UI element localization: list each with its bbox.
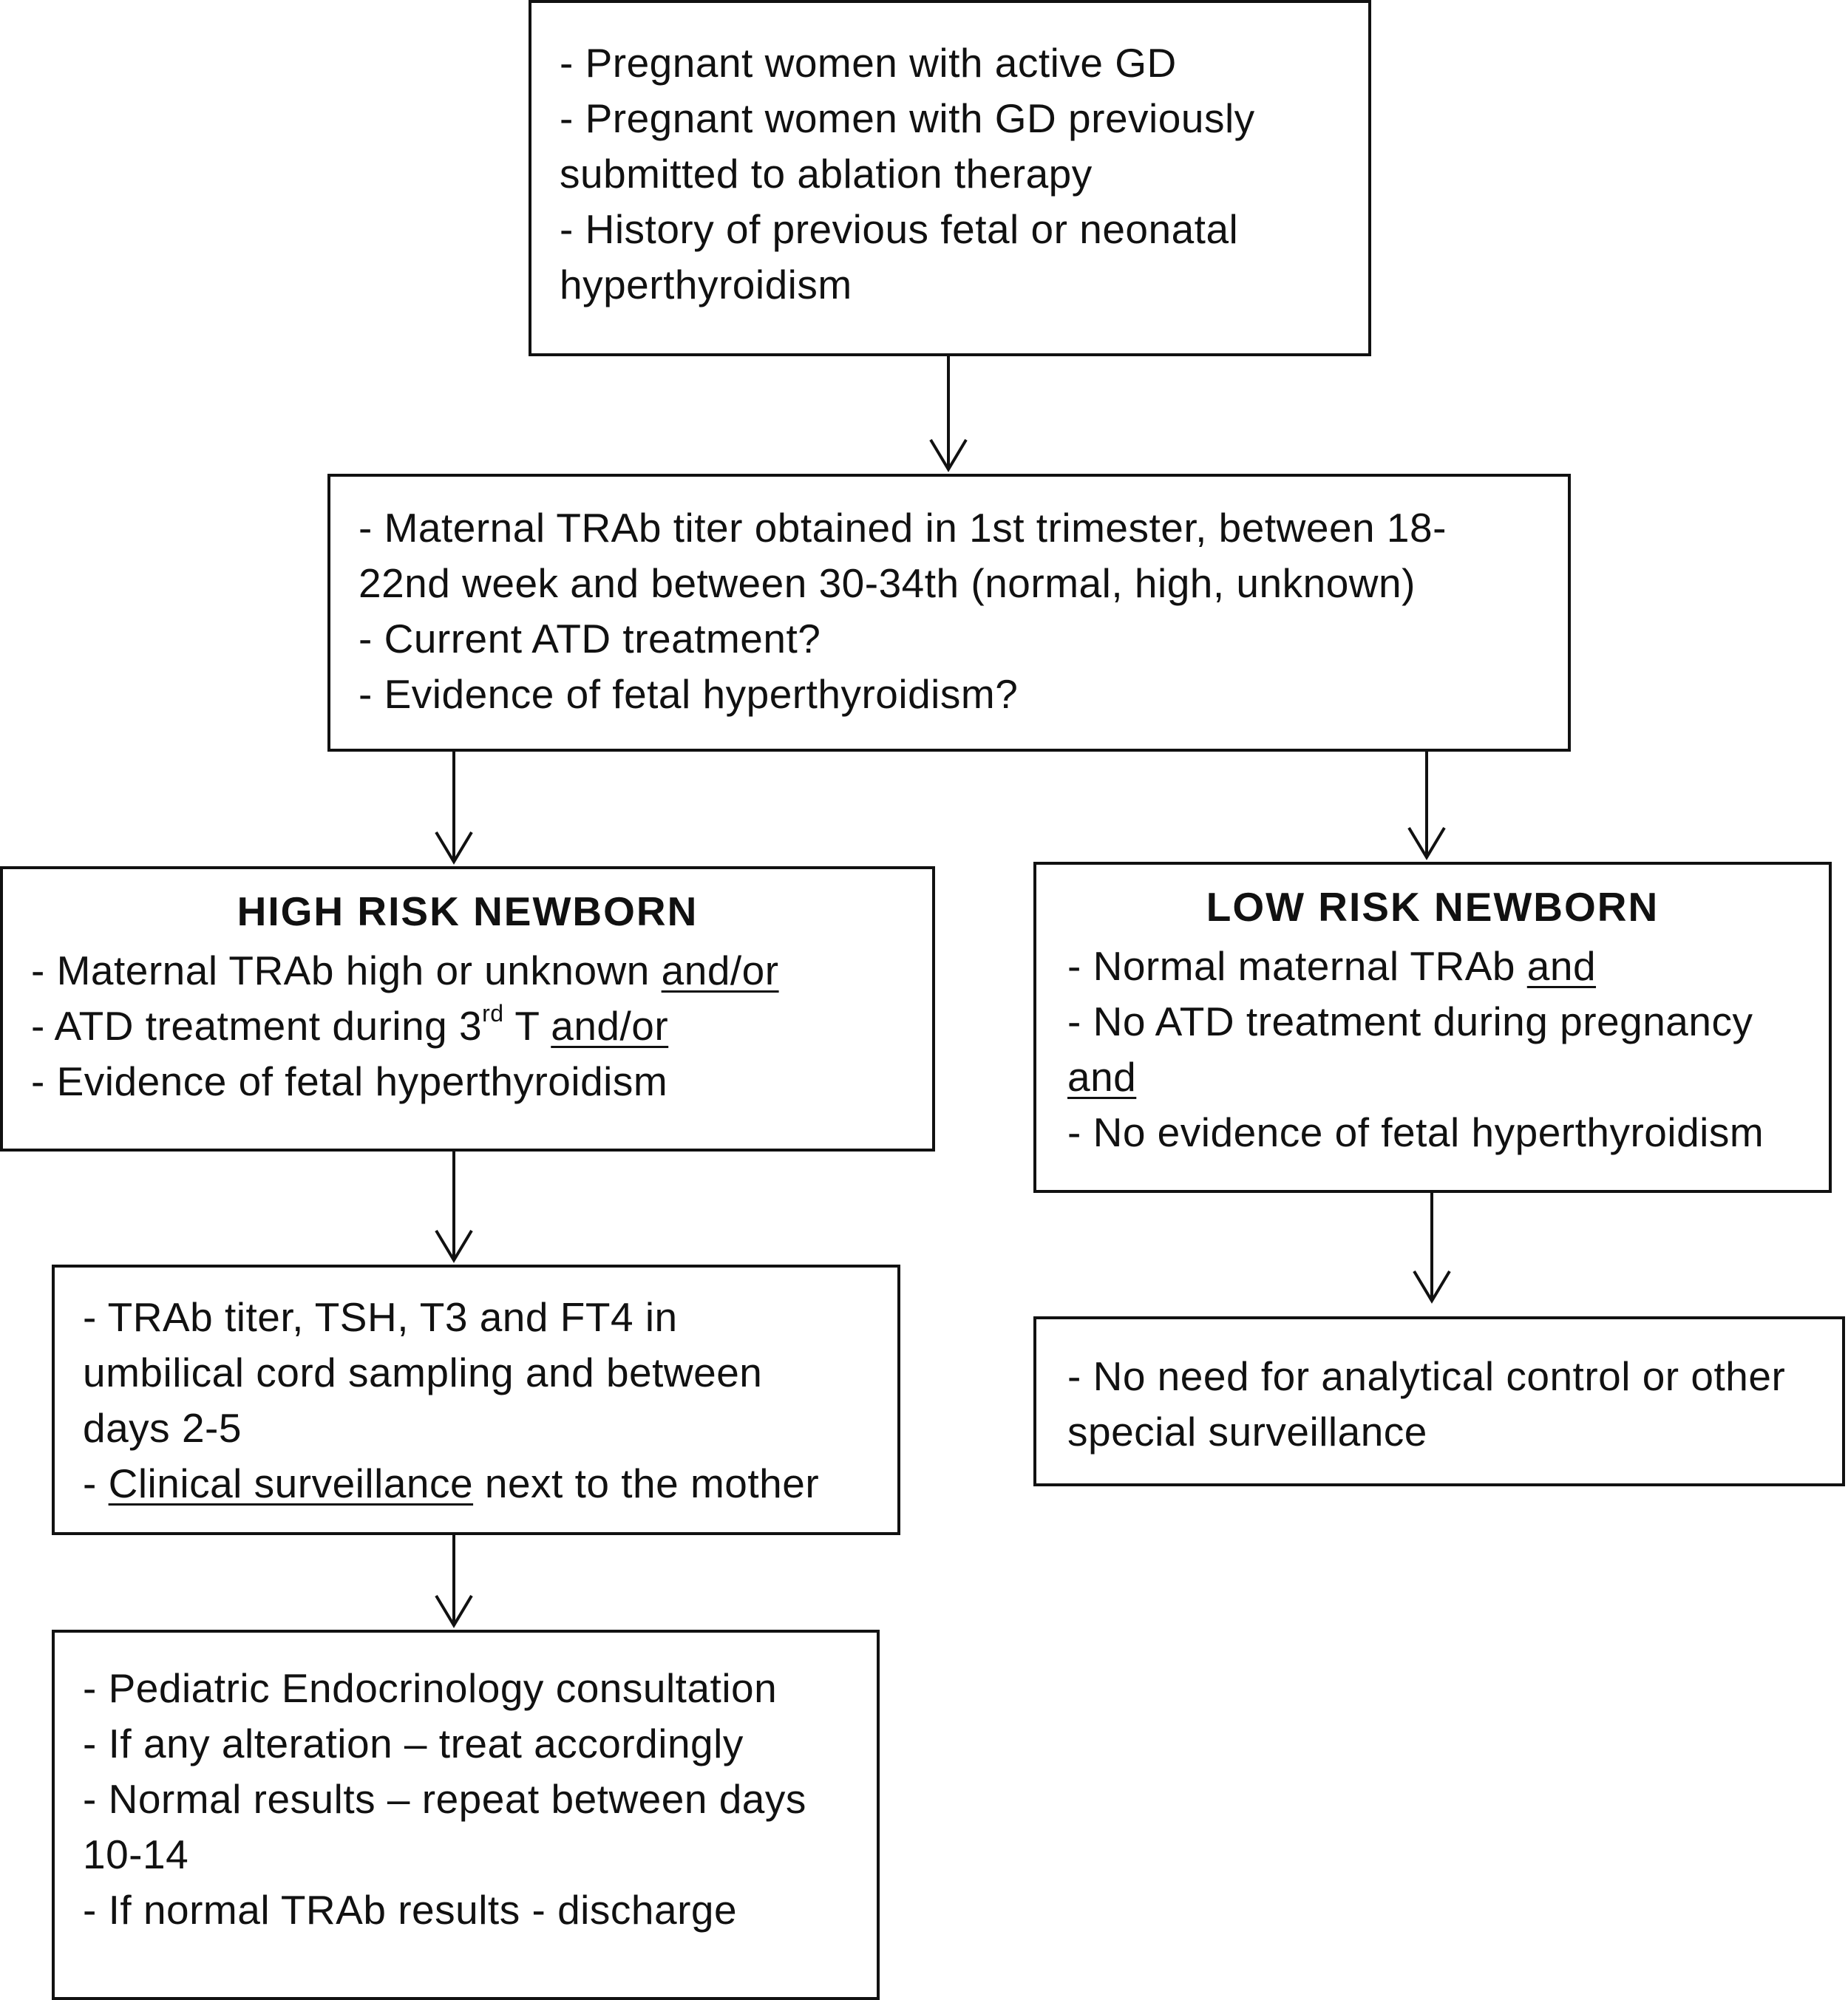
low-risk-criterion: - No evidence of fetal hyperthyroidism bbox=[1067, 1109, 1764, 1155]
no-need-box: - No need for analytical control or othe… bbox=[1033, 1316, 1845, 1486]
follow-up-box: - Pediatric Endocrinology consultation -… bbox=[52, 1630, 880, 2000]
entry-line: - Pregnant women with active GD bbox=[560, 40, 1177, 86]
low-risk-box: LOW RISK NEWBORN - Normal maternal TRAb … bbox=[1033, 862, 1832, 1193]
follow-up-line: 10-14 bbox=[83, 1831, 189, 1877]
entry-line: - History of previous fetal or neonatal bbox=[560, 206, 1239, 252]
low-risk-criterion: - No ATD treatment during pregnancy bbox=[1067, 999, 1753, 1044]
arrow-entry-to-assessment bbox=[929, 356, 968, 472]
entry-line: - Pregnant women with GD previously bbox=[560, 95, 1255, 141]
no-need-line: special surveillance bbox=[1067, 1409, 1427, 1455]
arrow-low-risk-to-no-need bbox=[1413, 1193, 1451, 1304]
follow-up-line: - If normal TRAb results - discharge bbox=[83, 1887, 738, 1933]
tests-line: days 2-5 bbox=[83, 1405, 242, 1451]
assessment-line: - Current ATD treatment? bbox=[359, 616, 821, 661]
tests-line: umbilical cord sampling and between bbox=[83, 1350, 763, 1395]
arrow-assessment-to-low-risk bbox=[1407, 752, 1446, 860]
assessment-box: - Maternal TRAb titer obtained in 1st tr… bbox=[327, 474, 1571, 752]
high-risk-criterion: - Maternal TRAb high or unknown and/or bbox=[31, 948, 779, 993]
tests-line: - TRAb titer, TSH, T3 and FT4 in bbox=[83, 1294, 678, 1340]
high-risk-box: HIGH RISK NEWBORN - Maternal TRAb high o… bbox=[0, 866, 935, 1152]
assessment-line: - Maternal TRAb titer obtained in 1st tr… bbox=[359, 505, 1447, 551]
high-risk-criterion: - Evidence of fetal hyperthyroidism bbox=[31, 1058, 668, 1104]
low-risk-criterion: - Normal maternal TRAb and bbox=[1067, 943, 1597, 989]
entry-line: hyperthyroidism bbox=[560, 262, 852, 307]
follow-up-line: - If any alteration – treat accordingly bbox=[83, 1721, 744, 1766]
follow-up-line: - Pediatric Endocrinology consultation bbox=[83, 1665, 778, 1711]
entry-line: submitted to ablation therapy bbox=[560, 151, 1093, 197]
high-risk-title: HIGH RISK NEWBORN bbox=[237, 888, 699, 934]
low-risk-criterion: and bbox=[1067, 1054, 1137, 1100]
low-risk-title: LOW RISK NEWBORN bbox=[1206, 884, 1660, 930]
assessment-line: - Evidence of fetal hyperthyroidism? bbox=[359, 671, 1019, 717]
arrow-high-risk-to-tests bbox=[435, 1152, 473, 1263]
arrow-assessment-to-high-risk bbox=[435, 752, 473, 865]
assessment-line: 22nd week and between 30-34th (normal, h… bbox=[359, 560, 1416, 606]
high-risk-criterion: - ATD treatment during 3rd T and/or bbox=[31, 999, 669, 1049]
tests-line: - Clinical surveillance next to the moth… bbox=[83, 1460, 820, 1506]
tests-box: - TRAb titer, TSH, T3 and FT4 in umbilic… bbox=[52, 1265, 900, 1535]
follow-up-line: - Normal results – repeat between days bbox=[83, 1776, 806, 1822]
entry-criteria-box: - Pregnant women with active GD - Pregna… bbox=[529, 0, 1371, 356]
arrow-tests-to-follow-up bbox=[435, 1535, 473, 1628]
no-need-line: - No need for analytical control or othe… bbox=[1067, 1353, 1786, 1399]
